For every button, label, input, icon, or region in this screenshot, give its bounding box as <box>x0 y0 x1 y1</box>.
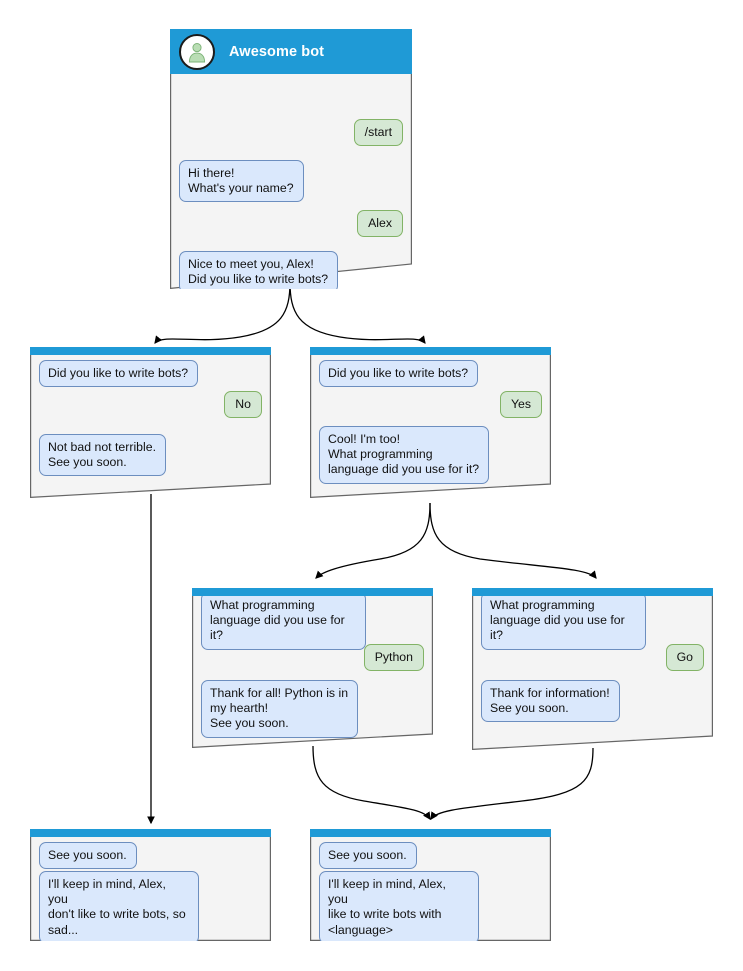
user-message-bubble: Python <box>363 644 424 672</box>
chat-node-no-branch[interactable]: Did you like to write bots? No Not bad n… <box>30 347 271 498</box>
edge-yes-to-go <box>429 502 597 579</box>
user-message-bubble: No <box>224 391 262 419</box>
message-row: No <box>39 391 262 419</box>
bot-message-bubble: Hi there! What's your name? <box>179 160 304 203</box>
bot-message-bubble: Cool! I'm too! What programming language… <box>319 426 490 484</box>
message-row: Hi there! What's your name? <box>179 160 403 203</box>
message-row: Yes <box>319 391 542 419</box>
message-row: Thank for all! Python is in my hearth! S… <box>201 680 424 738</box>
user-message-bubble: /start <box>353 119 403 147</box>
message-row: What programming language did you use fo… <box>481 592 704 650</box>
node-root-body: Awesome bot /start Hi there! What's your… <box>170 29 412 289</box>
bot-message-bubble: See you soon. <box>319 842 417 870</box>
edge-root-to-yes <box>289 281 426 344</box>
bot-message-bubble: Did you like to write bots? <box>39 360 199 388</box>
edge-yes-to-python <box>315 502 431 579</box>
chat-node-end-happy[interactable]: See you soon. I'll keep in mind, Alex, y… <box>310 829 551 941</box>
bot-message-bubble: Did you like to write bots? <box>319 360 479 388</box>
user-message-bubble: Alex <box>357 210 403 238</box>
message-row: Did you like to write bots? <box>319 360 542 388</box>
message-row: Go <box>481 644 704 672</box>
node-header-bar <box>310 829 551 837</box>
node-no-body: Did you like to write bots? No Not bad n… <box>30 347 271 498</box>
user-message-bubble: Yes <box>499 391 542 419</box>
message-row: Nice to meet you, Alex! Did you like to … <box>179 251 403 289</box>
message-row: I'll keep in mind, Alex, you like to wri… <box>319 871 542 941</box>
chat-node-python-branch[interactable]: What programming language did you use fo… <box>192 588 433 748</box>
node-header-bar <box>30 829 271 837</box>
edge-go-to-end-happy <box>430 747 594 820</box>
message-row: See you soon. <box>39 842 262 870</box>
bot-message-bubble: Thank for information! See you soon. <box>481 680 620 723</box>
node-header-bar <box>310 347 551 355</box>
bot-message-bubble: Nice to meet you, Alex! Did you like to … <box>179 251 339 289</box>
bot-message-bubble: I'll keep in mind, Alex, you don't like … <box>39 871 199 941</box>
bot-header-bar: Awesome bot <box>170 29 412 74</box>
chat-node-go-branch[interactable]: What programming language did you use fo… <box>472 588 713 750</box>
bot-message-bubble: I'll keep in mind, Alex, you like to wri… <box>319 871 479 941</box>
bot-message-bubble: See you soon. <box>39 842 137 870</box>
message-row: Alex <box>179 210 403 238</box>
node-end-sad-body: See you soon. I'll keep in mind, Alex, y… <box>30 829 271 941</box>
bot-message-bubble: What programming language did you use fo… <box>481 592 646 650</box>
message-row: /start <box>179 119 403 147</box>
message-row: Cool! I'm too! What programming language… <box>319 426 542 484</box>
bot-message-bubble: Thank for all! Python is in my hearth! S… <box>201 680 359 738</box>
chat-node-yes-branch[interactable]: Did you like to write bots? Yes Cool! I'… <box>310 347 551 498</box>
node-header-bar <box>192 588 433 596</box>
node-yes-body: Did you like to write bots? Yes Cool! I'… <box>310 347 551 498</box>
message-row: What programming language did you use fo… <box>201 592 424 650</box>
node-end-happy-body: See you soon. I'll keep in mind, Alex, y… <box>310 829 551 941</box>
message-row: Not bad not terrible. See you soon. <box>39 434 262 477</box>
message-row: Thank for information! See you soon. <box>481 680 704 723</box>
node-header-bar <box>472 588 713 596</box>
message-row: Python <box>201 644 424 672</box>
edge-root-to-no <box>154 281 291 344</box>
chat-node-end-sad[interactable]: See you soon. I'll keep in mind, Alex, y… <box>30 829 271 941</box>
chat-node-root[interactable]: Awesome bot /start Hi there! What's your… <box>170 29 412 289</box>
message-row: I'll keep in mind, Alex, you don't like … <box>39 871 262 941</box>
edge-python-to-end-happy <box>312 745 431 820</box>
message-row: Did you like to write bots? <box>39 360 262 388</box>
node-header-bar <box>30 347 271 355</box>
bot-message-bubble: What programming language did you use fo… <box>201 592 366 650</box>
node-go-body: What programming language did you use fo… <box>472 588 713 750</box>
bot-title: Awesome bot <box>229 43 325 60</box>
person-avatar-icon <box>179 33 215 70</box>
bot-message-bubble: Not bad not terrible. See you soon. <box>39 434 167 477</box>
user-message-bubble: Go <box>665 644 704 672</box>
message-row: See you soon. <box>319 842 542 870</box>
node-python-body: What programming language did you use fo… <box>192 588 433 748</box>
